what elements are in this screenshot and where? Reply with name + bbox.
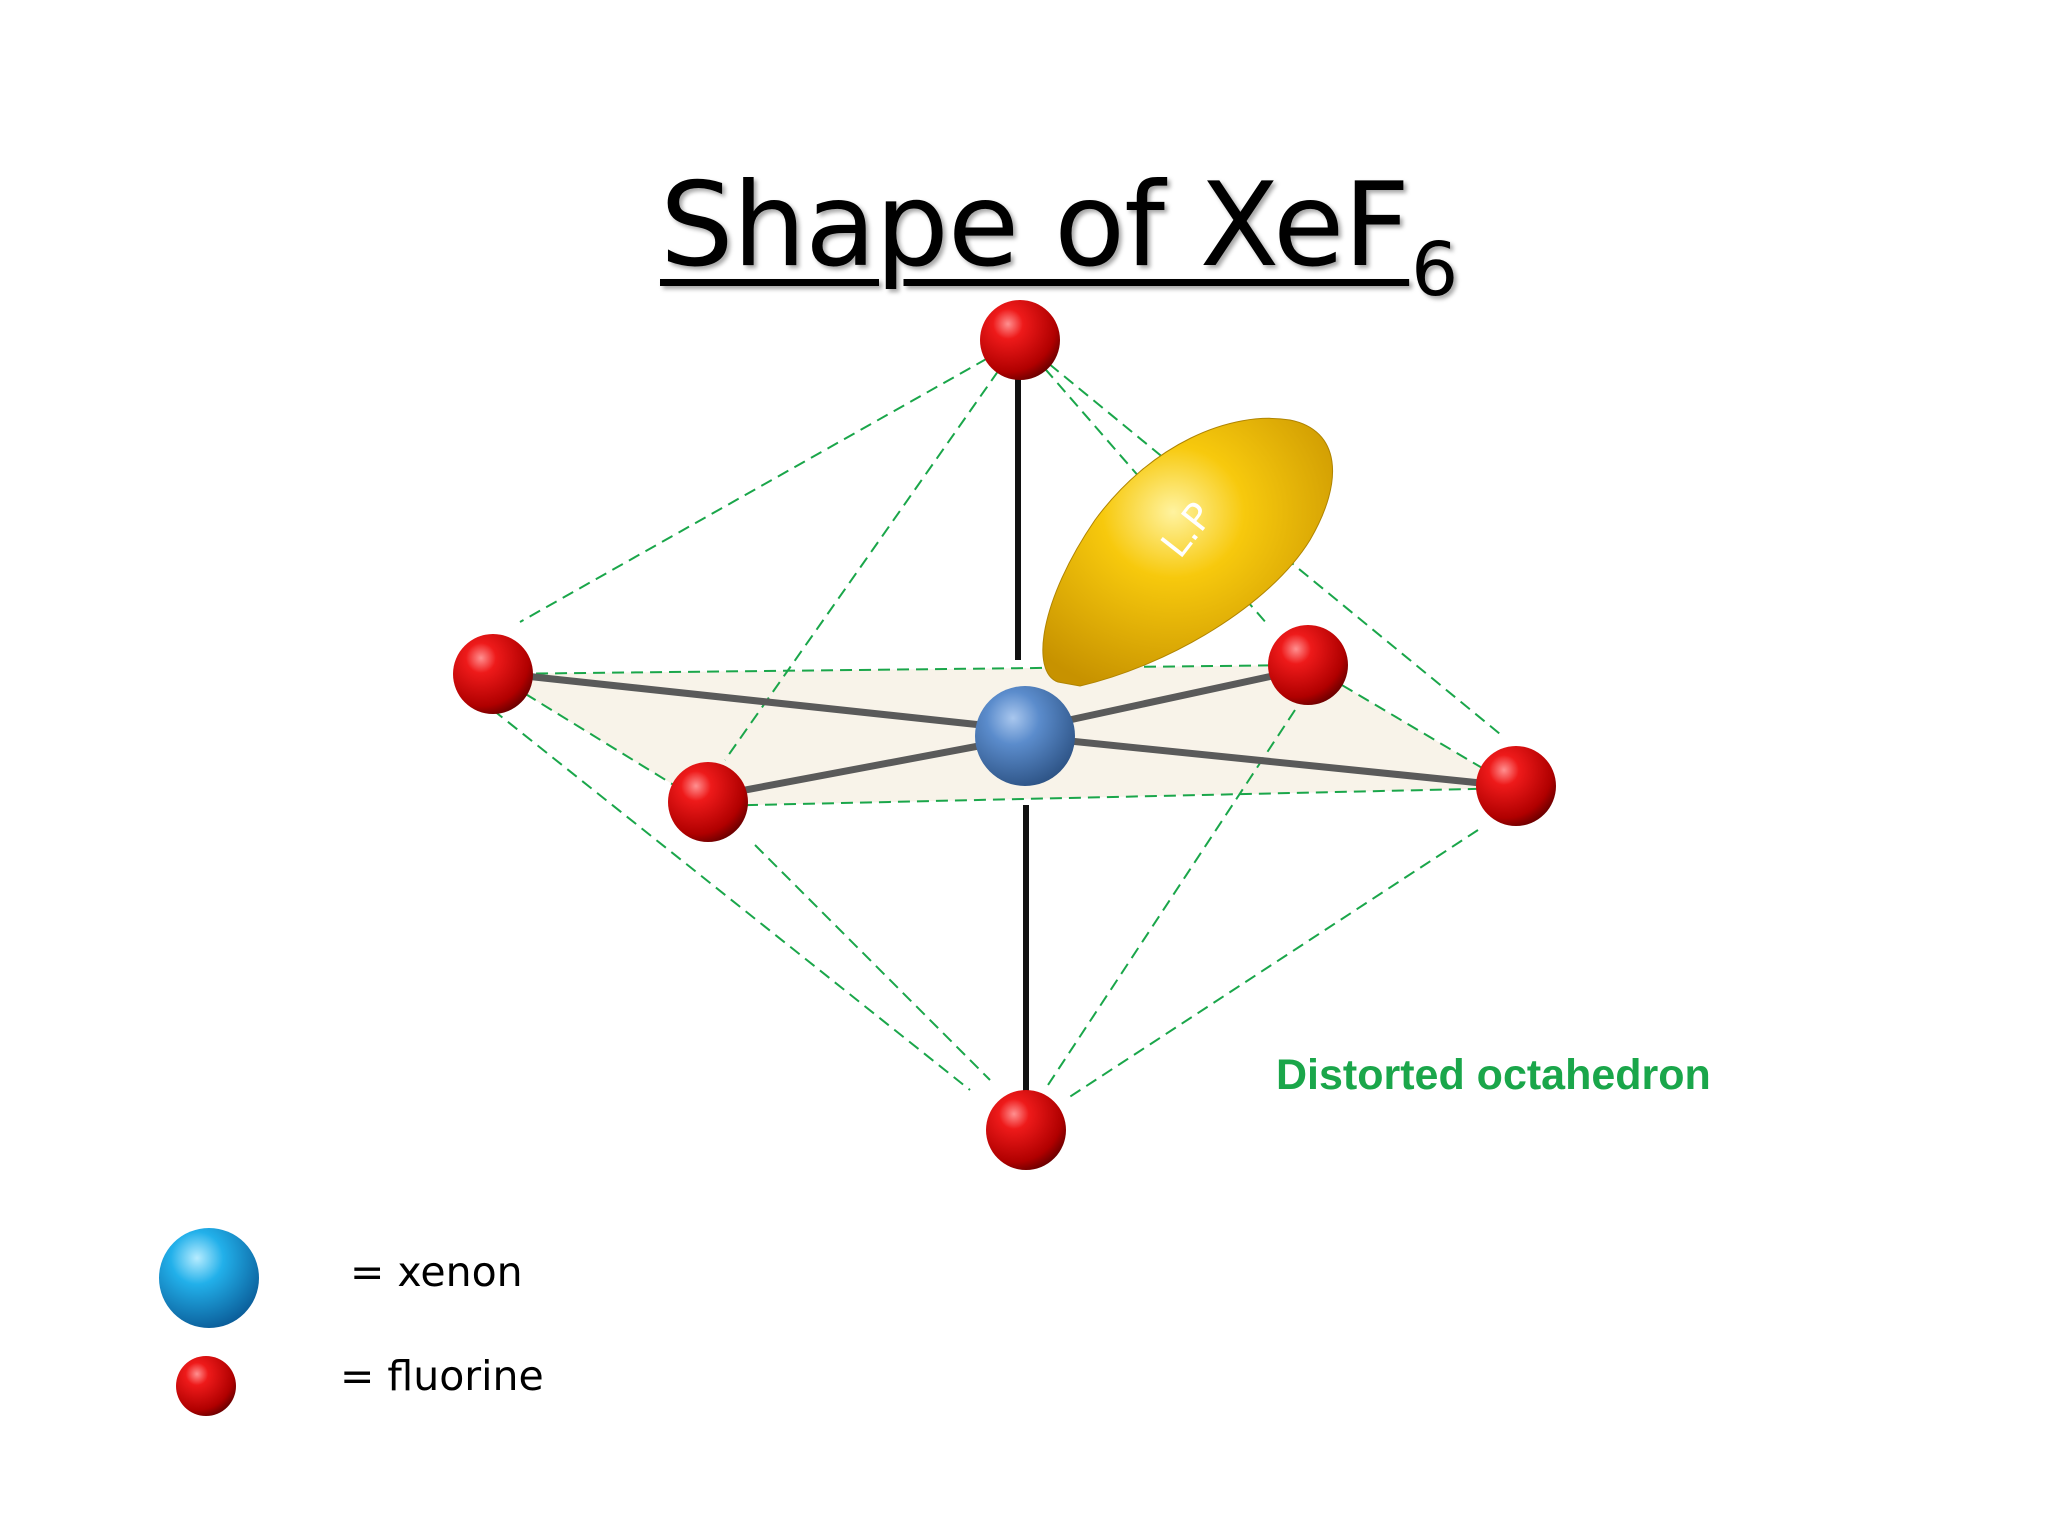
fluorine-atom-right <box>1476 746 1556 826</box>
bond-front-left <box>704 738 1004 801</box>
edge <box>754 844 991 1081</box>
edge <box>724 339 1021 761</box>
fluorine-atom-back-right <box>1268 625 1348 705</box>
bond-left <box>521 672 1004 731</box>
shape-label: Distorted octahedron <box>1276 1051 1711 1099</box>
edge <box>492 709 971 1091</box>
fluorine-atom-front-left <box>668 762 748 842</box>
edge <box>1067 829 1479 1099</box>
bond-back-right <box>1056 666 1304 726</box>
fluorine-atom-left <box>453 634 533 714</box>
slide-title: Shape of XeF6 <box>660 168 1458 308</box>
axial-bonds <box>1015 372 1029 1095</box>
edge <box>492 664 1309 675</box>
fluorine-atoms <box>453 300 1556 1170</box>
fluorine-atom-top <box>980 300 1060 380</box>
legend-xenon-text: = xenon <box>350 1248 523 1296</box>
title-subscript: 6 <box>1411 227 1458 313</box>
legend-xenon-icon <box>159 1228 259 1328</box>
edge <box>492 673 709 807</box>
legend-fluorine-text: = fluorine <box>340 1352 544 1400</box>
legend-fluorine-icon <box>176 1356 236 1416</box>
bond-right <box>1056 736 1514 790</box>
edge <box>707 787 1517 807</box>
fluorine-atom-bottom <box>986 1090 1066 1170</box>
lone-pair-lobe: L.P <box>1042 417 1334 687</box>
equatorial-bonds <box>521 666 1514 801</box>
title-main: Shape of XeF <box>660 158 1410 293</box>
edge <box>519 339 1021 623</box>
xenon-atom <box>975 686 1075 786</box>
